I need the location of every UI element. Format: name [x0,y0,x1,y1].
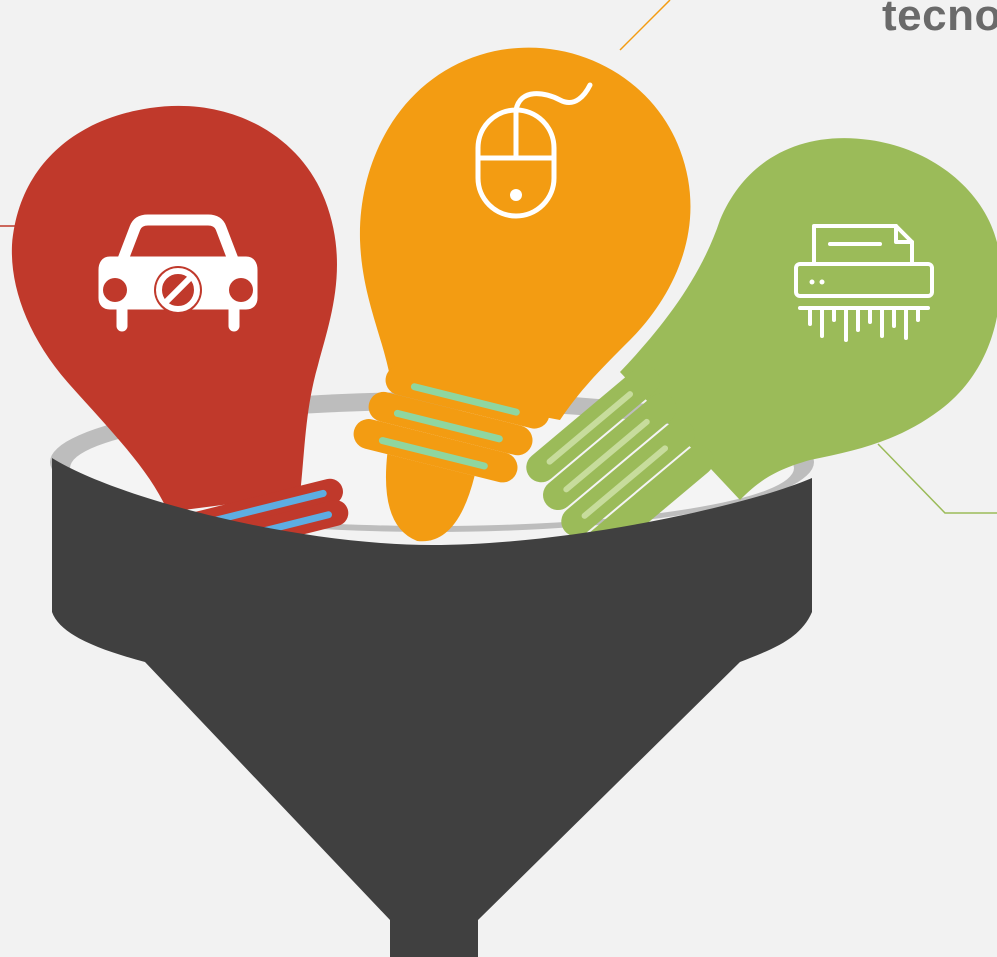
car-no-sign [154,266,202,314]
bulb-orange-base [353,365,550,542]
bulb-red [11,105,349,566]
shredder-icon [794,224,934,342]
heading-text-partial: tecno [882,0,997,40]
funnel-body [52,458,812,957]
bulb-orange-glass [359,47,691,420]
car-icon [98,214,258,332]
connector-line-top [619,0,671,51]
mouse-icon [475,82,593,219]
car-wheel-right [229,278,253,302]
shredder-light-1 [809,279,815,285]
shredder-light-2 [819,279,825,285]
mouse-scroll-dot [510,189,522,201]
connector-line-right [877,443,997,514]
car-wheel-left [103,278,127,302]
bulb-orange [353,47,691,542]
